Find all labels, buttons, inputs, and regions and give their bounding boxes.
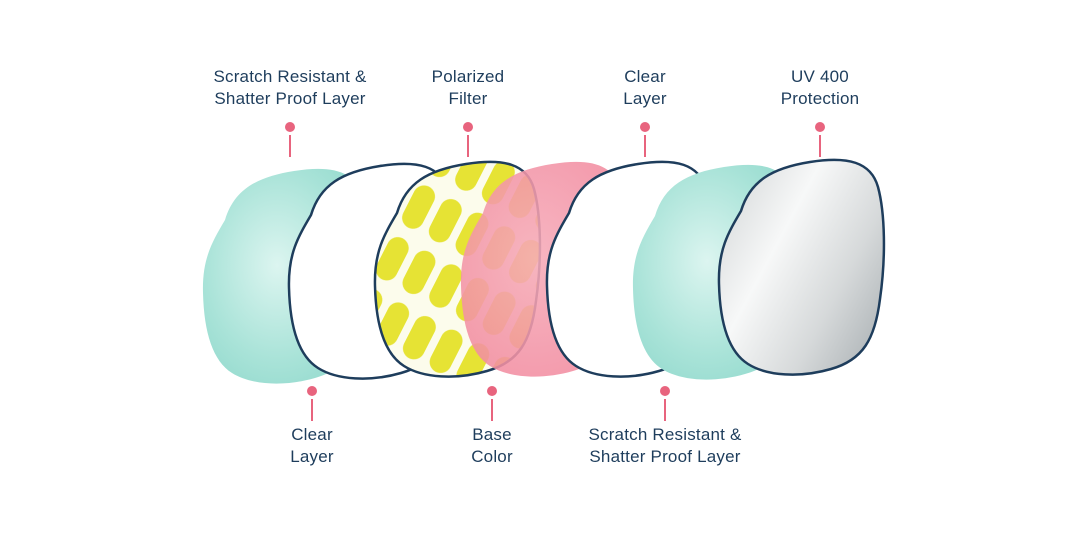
marker-scratch-resistant-back [660,386,670,421]
marker-clear-front [307,386,317,421]
label-uv400-protection: UV 400 Protection [780,67,860,108]
marker-uv400-protection [815,122,825,157]
label-scratch-resistant-front: Scratch Resistant & Shatter Proof Layer [213,67,367,108]
marker-scratch-resistant-front [285,122,295,157]
marker-clear-back [640,122,650,157]
marker-polarized-filter [463,122,473,157]
label-base-color: Base Color [471,425,513,466]
marker-base-color [487,386,497,421]
label-clear-back: Clear Layer [623,67,667,108]
label-polarized-filter: Polarized Filter [431,67,505,108]
label-scratch-resistant-back: Scratch Resistant & Shatter Proof Layer [588,425,742,466]
label-clear-front: Clear Layer [290,425,334,466]
